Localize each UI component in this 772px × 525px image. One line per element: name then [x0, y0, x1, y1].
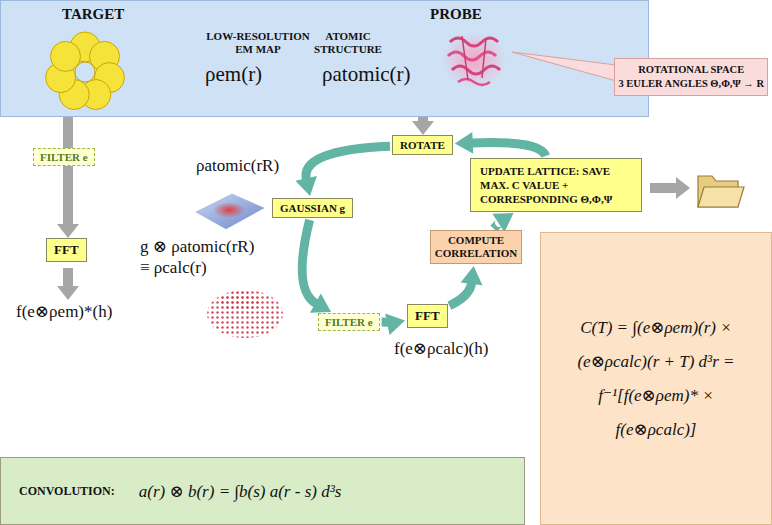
process-box: GAUSSIAN g: [272, 198, 353, 218]
data-flow-arrow: [412, 117, 434, 135]
box-label: COMPUTE CORRELATION: [435, 234, 517, 260]
filter-box: FILTER e: [318, 313, 380, 331]
band-heading: TARGET: [62, 6, 124, 23]
callout-body: 3 EULER ANGLES Θ,Φ,Ψ → R: [618, 77, 764, 91]
grey-arrow-to-folder: [650, 177, 690, 199]
process-box: FFT: [46, 238, 87, 262]
math-label: f(e⊗ρem)*(h): [16, 301, 112, 322]
target-ring: [46, 32, 125, 110]
process-box: COMPUTE CORRELATION: [430, 230, 522, 264]
formula-box: C(T) = ∫(e⊗ρem)(r) × (e⊗ρcalc)(r + T) d³…: [540, 232, 772, 525]
band-heading: PROBE: [430, 6, 482, 23]
band-caption: ATOMIC STRUCTURE: [306, 30, 390, 56]
density-symbol: ρatomic(r): [322, 62, 411, 87]
cycle-arrow: [295, 146, 390, 196]
input-band: TARGET PROBE LOW-RESOLUTION EM MAPATOMIC S…: [0, 0, 649, 117]
box-label: FILTER e: [40, 151, 88, 163]
grey-arrow-to-spectrum: [57, 268, 79, 300]
callout-heading: ROTATIONAL SPACE: [638, 63, 744, 77]
math-label: ρatomic(rR): [196, 156, 279, 176]
process-box: ROTATE: [392, 135, 453, 155]
box-label: ROTATE: [400, 139, 445, 151]
box-label: FFT: [415, 308, 440, 324]
callout-box: ROTATIONAL SPACE3 EULER ANGLES Θ,Φ,Ψ → R: [614, 58, 768, 96]
math-label: f(e⊗ρcalc)(h): [394, 338, 488, 359]
probe-structure: [442, 32, 506, 88]
formula-box: CONVOLUTION: a(r) ⊗ b(r) = ∫b(s) a(r - s)…: [0, 457, 525, 525]
box-label: FFT: [54, 242, 79, 258]
formula-text: a(r) ⊗ b(r) = ∫b(s) a(r - s) d³s: [139, 481, 342, 502]
filter-box: FILTER e: [33, 148, 95, 166]
density-symbol: ρem(r): [205, 62, 262, 87]
band-caption: LOW-RESOLUTION EM MAP: [202, 30, 314, 56]
process-box: FFT: [407, 304, 448, 328]
math-label: ≡ ρcalc(r): [140, 258, 207, 278]
data-flow-arrow: [68, 117, 69, 148]
box-label: FILTER e: [325, 316, 373, 328]
cycle-arrow: [302, 220, 331, 313]
formula-heading: CONVOLUTION:: [19, 484, 115, 499]
data-flow-arrow: [57, 166, 79, 238]
cycle-arrow: [449, 266, 482, 306]
math-label: g ⊗ ρatomic(rR): [140, 236, 254, 257]
box-label: C(T) = ∫(e⊗ρem)(r) × (e⊗ρcalc)(r + T) d³…: [563, 311, 749, 447]
cycle-arrow: [455, 132, 546, 156]
box-label: GAUSSIAN g: [280, 202, 345, 214]
gaussian-blob: [196, 194, 264, 229]
box-label: UPDATE LATTICE: SAVE MAX. C VALUE + CORR…: [480, 164, 632, 206]
process-box: UPDATE LATTICE: SAVE MAX. C VALUE + CORR…: [470, 158, 642, 212]
cycle-arrow: [382, 313, 405, 335]
folder-icon: [698, 176, 744, 207]
calc-density: [207, 290, 283, 338]
